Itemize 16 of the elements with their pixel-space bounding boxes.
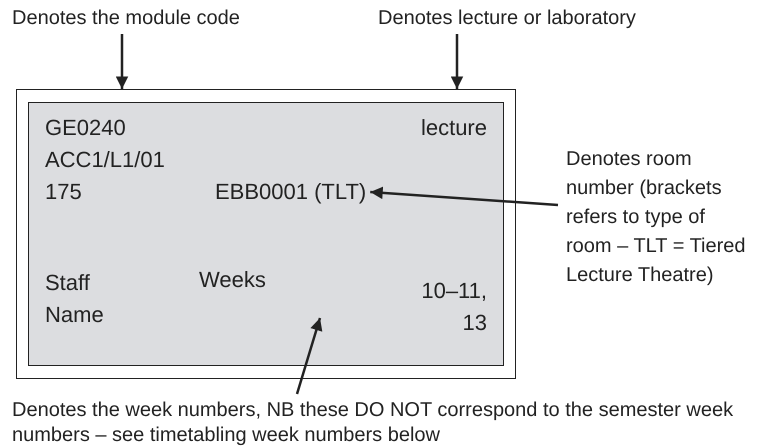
session-type-text: lecture bbox=[420, 115, 487, 141]
leader-arrow bbox=[296, 318, 322, 394]
leader-arrow bbox=[450, 34, 464, 89]
callout-text: Denotes room number (brackets refers to type of room – TLT = Tiered Lecture Theatre) bbox=[566, 145, 756, 290]
leader-arrow bbox=[116, 34, 128, 89]
group-code-text: ACC1/L1/01 bbox=[45, 147, 165, 173]
week-numbers-text: 10–11, 13 bbox=[407, 275, 487, 339]
callout-text: Denotes lecture or laboratory bbox=[378, 6, 636, 30]
room-number-text: EBB0001 (TLT) bbox=[215, 179, 366, 205]
callout-text: Denotes the module code bbox=[12, 6, 240, 30]
staff-name-text: Staff Name bbox=[45, 267, 135, 331]
class-size-text: 175 bbox=[45, 179, 82, 205]
leader-arrow bbox=[370, 186, 558, 206]
weeks-heading: Weeks bbox=[199, 267, 266, 293]
callout-text: Denotes the week numbers, NB these DO NOT correspond to the semester week numbers – see timetabling week numbers below bbox=[12, 398, 757, 448]
module-code-text: GE0240 bbox=[45, 115, 126, 141]
